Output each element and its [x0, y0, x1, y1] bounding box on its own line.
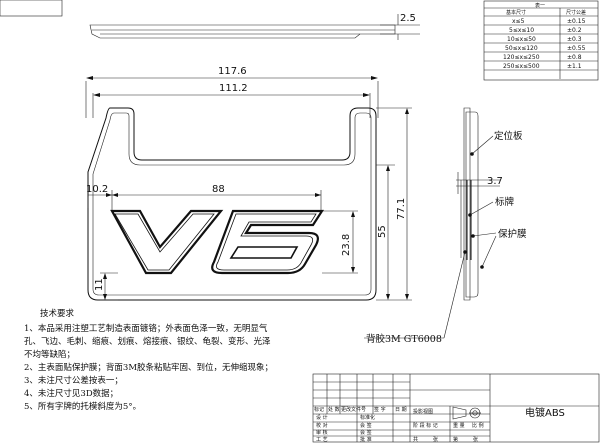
tb-page: 第: [453, 436, 458, 443]
tb-ratio: 比 例: [472, 422, 484, 429]
tolerance-value-1: ±0.15: [567, 18, 586, 25]
tb-change-file: 更改文件号: [341, 406, 366, 413]
dim-inner-height: 55: [377, 225, 388, 238]
notes-line-7: 5、所有字牌的托模斜度为5°。: [24, 401, 141, 412]
tb-countersign-2: 会 签: [360, 429, 372, 436]
notes-line-1: 1、本品采用注塑工艺制造表面镀铬；外表面色泽一致，无明显气: [24, 323, 268, 334]
tb-process: 工 艺: [316, 437, 328, 443]
plate-outline: [87, 107, 377, 301]
corner-box: [0, 0, 63, 17]
projection-symbol-icon: [452, 406, 481, 420]
notes-line-5: 3、未注尺寸公差按表一；: [24, 375, 123, 386]
callout-nameplate: 标牌: [495, 196, 515, 208]
tolerance-size-5: 120≤x≤250: [503, 54, 540, 61]
notes-line-2: 孔、飞边、毛刺、缩痕、划痕、熔接痕、银纹、龟裂、变形、光泽: [24, 336, 271, 347]
tolerance-value-2: ±0.2: [567, 27, 582, 34]
dim-inner-width: 111.2: [219, 83, 248, 94]
tolerance-value-5: ±0.8: [567, 54, 582, 61]
tb-countersign: 会 签: [360, 422, 372, 429]
tolerance-title: 表一: [535, 2, 545, 9]
tolerance-value-3: ±0.3: [567, 36, 582, 43]
callout-protective-film: 保护膜: [498, 228, 527, 240]
tb-material: 电镀ABS: [525, 406, 565, 419]
tb-mark: 标记: [314, 406, 324, 413]
callout-adhesive: 背胶3M GT6008: [366, 333, 442, 345]
top-view-strip: 2.5: [89, 13, 420, 40]
notes-line-3: 不均等缺陷；: [24, 349, 75, 360]
dim-v6-offset: 10.2: [86, 184, 108, 195]
tolerance-table: 表一 基本尺寸 尺寸公差 x≤5 ±0.15 5≤x≤10 ±0.2 10≤x≤…: [483, 0, 599, 81]
notes-title: 技术要求: [40, 308, 75, 319]
notes-line-4: 2、主表面贴保护膜；背面3M胶条粘贴牢固、到位，无伸缩现象；: [24, 362, 273, 373]
dim-overall-height: 77.1: [396, 198, 407, 220]
tb-projection: 投影视图: [413, 408, 433, 415]
tb-approve: 批 准: [360, 436, 372, 443]
tb-reviewer: 审 核: [316, 429, 328, 436]
dim-bottom-offset: 11: [94, 278, 105, 291]
tb-sheet: 张: [433, 436, 438, 443]
tolerance-header-size: 基本尺寸: [506, 9, 526, 16]
dim-side-thickness: 3.7: [487, 176, 503, 187]
dim-v6-width: 88: [212, 184, 225, 195]
tolerance-size-6: 250≤x≤500: [503, 63, 540, 70]
tolerance-size-1: x≤5: [512, 18, 525, 25]
tb-sign: 签 字: [374, 406, 386, 413]
plate-inner-outline: [92, 112, 372, 296]
notes-line-6: 4、未注尺寸见3D数据；: [24, 388, 118, 399]
tb-designer: 设 计: [316, 414, 328, 421]
tolerance-size-3: 10≤x≤50: [507, 36, 536, 43]
tb-total: 共: [413, 436, 418, 443]
tolerance-value-4: ±0.55: [567, 45, 586, 52]
dim-thickness-top: 2.5: [400, 13, 416, 24]
tolerance-size-4: 50≤x≤120: [505, 45, 538, 52]
front-view: 117.6 111.2 10.2 88: [85, 66, 412, 301]
tb-standard: 标准化: [360, 414, 375, 421]
tb-checker: 校 对: [316, 422, 328, 429]
v6-emblem: [110, 209, 325, 275]
dim-v6-height: 23.8: [341, 234, 352, 256]
tb-weight: 重 量: [453, 422, 465, 429]
callout-positioning-plate: 定位板: [494, 130, 523, 142]
dim-overall-width: 117.6: [218, 66, 247, 77]
tb-count: 处 数: [328, 406, 340, 413]
side-view: 3.7 定位板 标牌 保护膜 背胶3M GT6008: [364, 107, 527, 345]
technical-notes: 技术要求 1、本品采用注塑工艺制造表面镀铬；外表面色泽一致，无明显气 孔、飞边、…: [24, 308, 273, 412]
tolerance-value-6: ±1.1: [567, 63, 582, 70]
tolerance-size-2: 5≤x≤10: [509, 27, 534, 34]
tolerance-header-tol: 尺寸公差: [566, 9, 586, 16]
title-block: 标记 处 数 更改文件号 签 字 日 期 设 计 校 对 审 核 工 艺 标准化…: [312, 373, 600, 443]
tb-stage: 阶 段 标 记: [413, 422, 438, 429]
tb-page-unit: 张: [473, 436, 478, 443]
tb-date: 日 期: [395, 407, 407, 413]
